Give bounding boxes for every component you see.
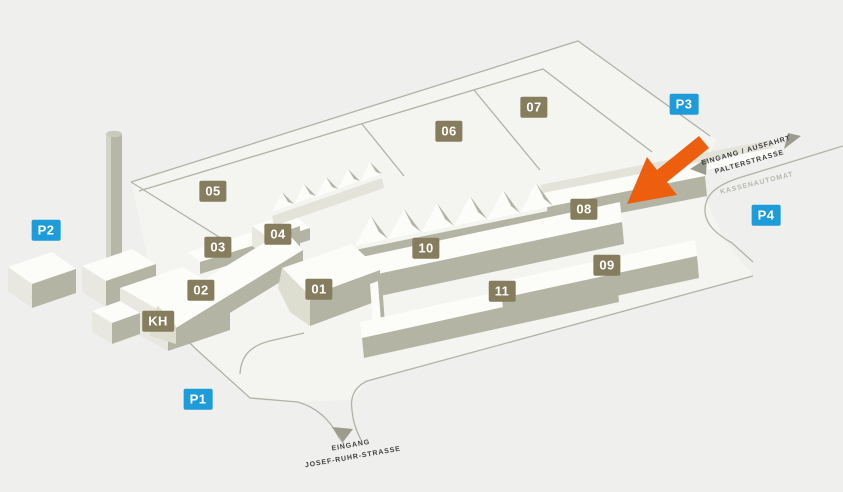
entrance-road-line-right <box>350 275 754 443</box>
top-road-inner-line <box>138 68 653 192</box>
parcel-divider-06-07 <box>473 89 541 171</box>
entrance-arrow-icon <box>332 427 353 442</box>
highlight-arrow-icon <box>627 136 709 204</box>
road-arrow-left-icon <box>690 158 707 175</box>
entrance-road-line-left <box>297 401 345 445</box>
p2-building <box>8 252 76 308</box>
kassenautomat-lane-line <box>704 145 843 263</box>
road-arrow-right-icon <box>784 133 801 149</box>
sawtooth-roofs-west <box>272 162 384 226</box>
building-10-range <box>310 202 624 310</box>
top-road-outer-line <box>130 40 711 183</box>
site-boundary <box>130 40 843 445</box>
parcel-divider-05-06 <box>361 123 405 177</box>
forecourt-path-curve <box>239 332 305 375</box>
